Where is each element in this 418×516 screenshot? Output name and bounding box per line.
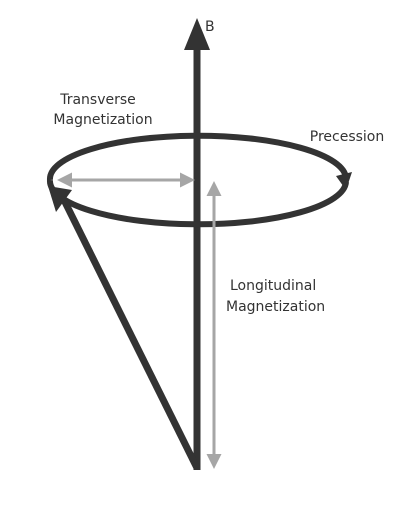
magnetization-arrowhead-icon — [48, 186, 72, 212]
b-field-label: B — [205, 19, 215, 35]
longitudinal-label-line2: Magnetization — [226, 299, 325, 315]
precession-label: Precession — [310, 129, 384, 145]
transverse-label-line2: Magnetization — [53, 112, 152, 128]
b-field-arrowhead-icon — [184, 18, 210, 50]
precession-arrowhead-icon — [336, 172, 352, 190]
longitudinal-label-line1: Longitudinal — [230, 278, 316, 294]
transverse-label-line1: Transverse — [59, 92, 136, 108]
magnetization-vector — [58, 194, 201, 470]
